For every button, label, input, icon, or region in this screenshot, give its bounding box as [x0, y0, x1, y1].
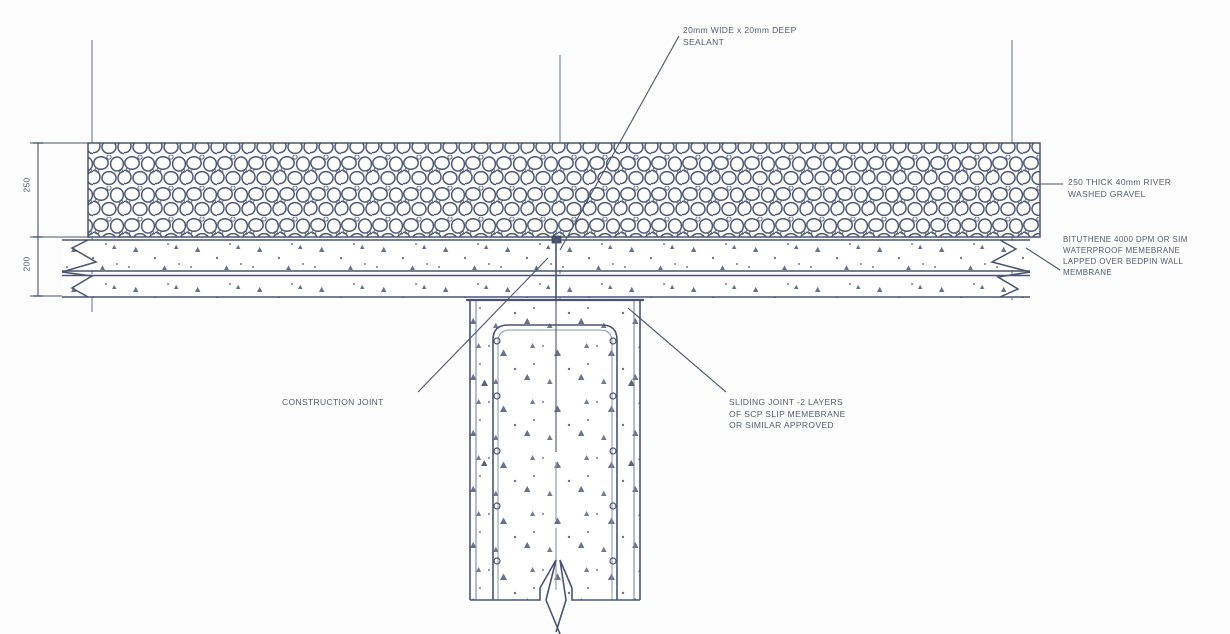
break-symbol-right [989, 239, 1031, 298]
annotation-membrane-line-4: MEMBRANE [1063, 268, 1113, 277]
annotation-membrane-line-1: BITUTHENE 4000 DPM OR SIM [1063, 235, 1188, 244]
annotation-sliding-joint-line-3: OR SIMILAR APPROVED [729, 420, 834, 430]
annotation-sliding-joint-line-2: OF SCP SLIP MEMEBRANE [729, 408, 846, 419]
annotation-gravel-line-2: WASHED GRAVEL [1068, 188, 1146, 199]
leader-construction-joint [417, 257, 549, 393]
dimension-label-gravel: 250 [21, 177, 32, 193]
annotation-sealant-line-1: 20mm WIDE x 20mm DEEP [683, 25, 797, 35]
rebar-dots-left [493, 337, 501, 565]
annotation-gravel-line-1: 250 THICK 40mm RIVER [1068, 177, 1172, 187]
annotation-membrane: BITUTHENE 4000 DPM OR SIM WATERPROOF MEM… [1063, 234, 1188, 278]
annotation-membrane-line-2: WATERPROOF MEMEBRANE [1063, 246, 1181, 255]
rebar-cage-outline [492, 324, 618, 600]
leader-sealant [559, 35, 680, 251]
break-symbol-left [61, 239, 98, 298]
break-symbol-bottom [470, 559, 640, 634]
rebar-link-bars [481, 379, 635, 466]
concrete-wall [466, 298, 644, 634]
annotation-construction-joint-line-1: CONSTRUCTION JOINT [282, 397, 384, 407]
dimension-stack [30, 142, 95, 297]
leader-lines [417, 35, 1063, 393]
rebar-cage-outline-inner [497, 329, 613, 600]
leader-sliding-joint [627, 307, 727, 393]
leader-membrane [1025, 247, 1061, 271]
annotation-gravel: 250 THICK 40mm RIVER WASHED GRAVEL [1068, 177, 1171, 200]
annotation-sealant-line-2: SEALANT [683, 36, 725, 47]
annotation-sliding-joint-line-1: SLIDING JOINT -2 LAYERS [729, 397, 844, 407]
sealant-joint-marker [551, 235, 562, 300]
gravel-fill-layer [87, 142, 1041, 238]
dimension-label-slab: 200 [21, 256, 32, 272]
annotation-sliding-joint: SLIDING JOINT -2 LAYERS OF SCP SLIP MEME… [729, 397, 846, 432]
annotation-sealant: 20mm WIDE x 20mm DEEP SEALANT [683, 25, 797, 48]
concrete-slab-layer [62, 239, 1030, 298]
annotation-construction-joint: CONSTRUCTION JOINT [282, 397, 384, 409]
annotation-membrane-line-3: LAPPED OVER BEDPIN WALL [1063, 257, 1184, 266]
rebar-dots-right [609, 337, 617, 565]
